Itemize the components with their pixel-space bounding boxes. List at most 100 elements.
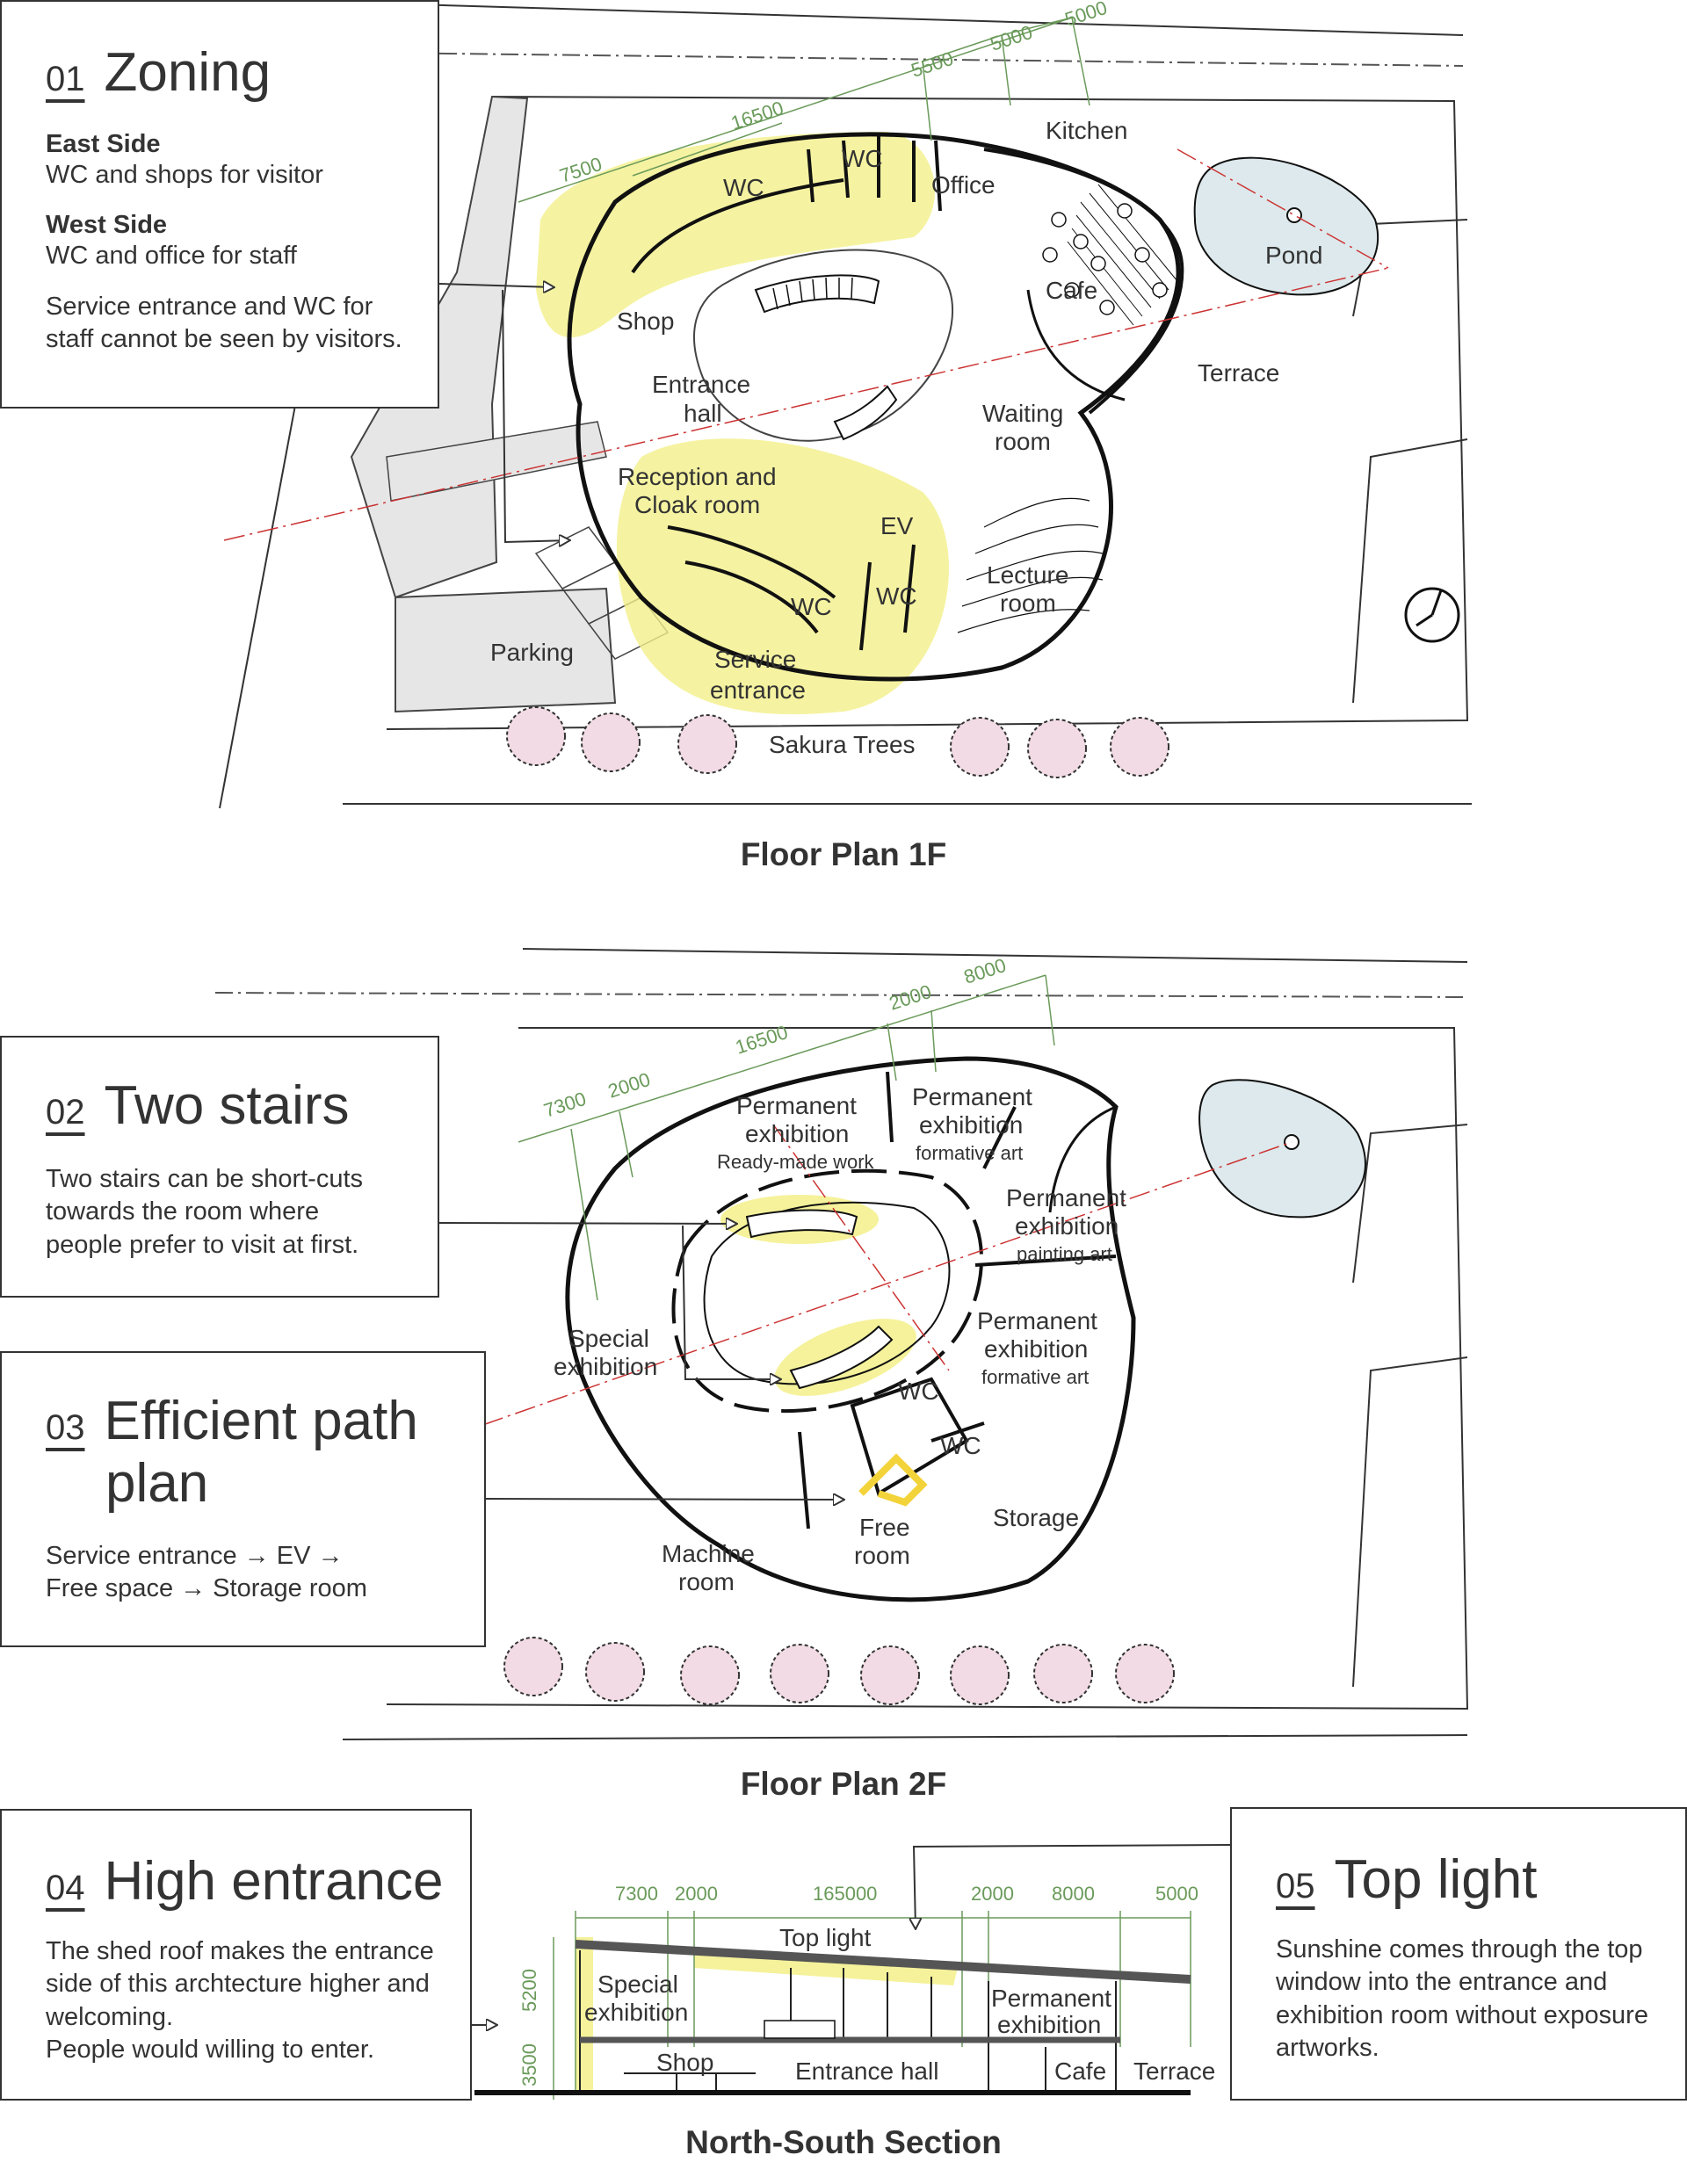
sec-dim-5: 5000 — [1155, 1883, 1198, 1905]
dim-2f-3: 2000 — [887, 980, 934, 1015]
label-shop: Shop — [617, 307, 674, 335]
label-perm2-2: exhibition — [919, 1111, 1023, 1139]
label-service-2: entrance — [710, 676, 806, 704]
label-waiting-2: room — [995, 428, 1051, 455]
sec-label-cafe: Cafe — [1054, 2057, 1106, 2085]
label-perm4-3: formative art — [981, 1366, 1089, 1388]
pond-2f — [1198, 1079, 1366, 1219]
label-kitchen: Kitchen — [1046, 117, 1127, 144]
label-machine-1: Machine — [662, 1540, 755, 1567]
panel-number: 03 — [46, 1408, 85, 1447]
panel-number: 02 — [46, 1093, 85, 1132]
sec-label-terrace: Terrace — [1133, 2057, 1215, 2085]
building-outline-1f — [567, 132, 1181, 682]
floor-plan-2f: 7300 2000 16500 2000 8000 Permanent exhi… — [214, 948, 1469, 1740]
panel-title: High entrance — [104, 1851, 444, 1912]
panel-number: 05 — [1276, 1867, 1315, 1906]
label-free-2: room — [854, 1542, 910, 1569]
label-storage: Storage — [993, 1504, 1079, 1531]
label-machine-2: room — [678, 1568, 735, 1595]
sec-label-entrance: Entrance hall — [795, 2057, 938, 2085]
label-free-1: Free — [859, 1514, 910, 1541]
label-parking: Parking — [490, 639, 574, 666]
dim-2f-0: 7300 — [541, 1088, 589, 1122]
label-pond: Pond — [1265, 242, 1322, 269]
high-entrance-text-2: People would willing to enter. — [46, 2035, 375, 2064]
dim-1f-3: 5000 — [988, 21, 1035, 55]
label-lecture-1: Lecture — [987, 561, 1068, 589]
sec-dim-2: 165000 — [813, 1883, 877, 1905]
west-side-heading: West Side — [46, 211, 168, 240]
panel-title: Efficient path — [104, 1391, 418, 1451]
label-wc-1f-b: WC — [842, 145, 883, 172]
panel-zoning: 01 Zoning East Side WC and shops for vis… — [0, 0, 439, 409]
label-cafe: Cafe — [1046, 277, 1097, 304]
label-perm2-1: Permanent — [912, 1083, 1032, 1110]
label-special-2: exhibition — [554, 1353, 657, 1380]
east-side-text: WC and shops for visitor — [46, 161, 323, 190]
label-entrance-hall-2: hall — [684, 400, 722, 427]
two-stairs-text: Two stairs can be short-cuts towards the… — [46, 1165, 364, 1259]
sec-dim-3: 2000 — [971, 1883, 1014, 1905]
panel-title: Two stairs — [104, 1075, 350, 1136]
label-special-1: Special — [568, 1325, 649, 1352]
dim-2f-1: 2000 — [605, 1068, 653, 1103]
caption-floor-plan-1f: Floor Plan 1F — [740, 836, 947, 872]
label-perm1-3: Ready-made work — [717, 1151, 875, 1173]
label-perm4-1: Permanent — [977, 1307, 1097, 1334]
caption-floor-plan-2f: Floor Plan 2F — [740, 1766, 947, 1802]
dim-2f-2: 16500 — [733, 1021, 791, 1059]
sec-label-special-1: Special — [597, 1971, 678, 1998]
west-side-text: WC and office for staff — [46, 242, 297, 271]
label-perm3-2: exhibition — [1015, 1212, 1119, 1240]
label-perm4-2: exhibition — [984, 1335, 1088, 1363]
label-service-1: Service — [714, 646, 796, 673]
panel-efficient-path: 03 Efficient path plan Service entrance … — [0, 1351, 486, 1647]
label-terrace: Terrace — [1198, 359, 1279, 387]
label-reception-2: Cloak room — [634, 491, 760, 518]
label-wc-2f-a: WC — [898, 1378, 939, 1405]
label-wc-2f-b: WC — [940, 1432, 981, 1459]
high-entrance-text: The shed roof makes the entrance side of… — [46, 1937, 434, 2031]
north-south-section: 7300 2000 165000 2000 8000 5000 5200 350… — [474, 1883, 1215, 2100]
east-side-heading: East Side — [46, 130, 161, 159]
sec-label-top-light: Top light — [779, 1924, 872, 1951]
label-wc-1f-d: WC — [876, 582, 917, 610]
sec-label-special-2: exhibition — [584, 1999, 688, 2026]
sec-label-perm-1: Permanent — [991, 1985, 1111, 2012]
building-outline-2f — [565, 1056, 1136, 1602]
floor-plan-1f: 7500 16500 5500 5000 5000 WC WC Office K… — [219, 0, 1472, 809]
top-light-text: Sunshine comes through the top window in… — [1276, 1935, 1648, 2062]
label-perm3-3: painting art — [1017, 1243, 1112, 1265]
zoning-highlight-west — [616, 438, 949, 715]
panel-number: 01 — [46, 60, 85, 98]
panel-top-light: 05 Top light Sunshine comes through the … — [1230, 1807, 1687, 2101]
zoning-note: Service entrance and WC for staff cannot… — [46, 292, 402, 353]
path-text-2: Free space → Storage room — [46, 1573, 367, 1602]
panel-high-entrance: 04 High entrance The shed roof makes the… — [0, 1809, 472, 2101]
efficient-path-highlight — [858, 1453, 928, 1507]
label-reception-1: Reception and — [618, 463, 777, 490]
label-wc-1f-a: WC — [723, 174, 764, 201]
pond — [1193, 156, 1379, 296]
sec-dim-0: 7300 — [615, 1883, 658, 1905]
sec-dim-4: 8000 — [1052, 1883, 1095, 1905]
dim-1f-1: 16500 — [728, 97, 786, 134]
label-perm2-3: formative art — [916, 1142, 1023, 1164]
callout-arrows — [438, 284, 1231, 2025]
caption-section: North-South Section — [685, 2124, 1002, 2160]
sec-dim-1: 2000 — [675, 1883, 718, 1905]
label-waiting-1: Waiting — [982, 400, 1063, 427]
sec-label-shop: Shop — [656, 2049, 713, 2076]
panel-number: 04 — [46, 1869, 85, 1907]
label-perm1-2: exhibition — [745, 1120, 849, 1147]
label-perm1-1: Permanent — [736, 1092, 857, 1119]
panel-title-line2: plan — [105, 1453, 209, 1515]
label-ev: EV — [880, 512, 914, 539]
sec-height-0: 5200 — [518, 1969, 540, 2012]
parking-area — [395, 587, 617, 713]
panel-title: Top light — [1334, 1849, 1538, 1910]
label-wc-1f-c: WC — [791, 593, 832, 620]
zoning-highlight-east — [536, 132, 935, 337]
